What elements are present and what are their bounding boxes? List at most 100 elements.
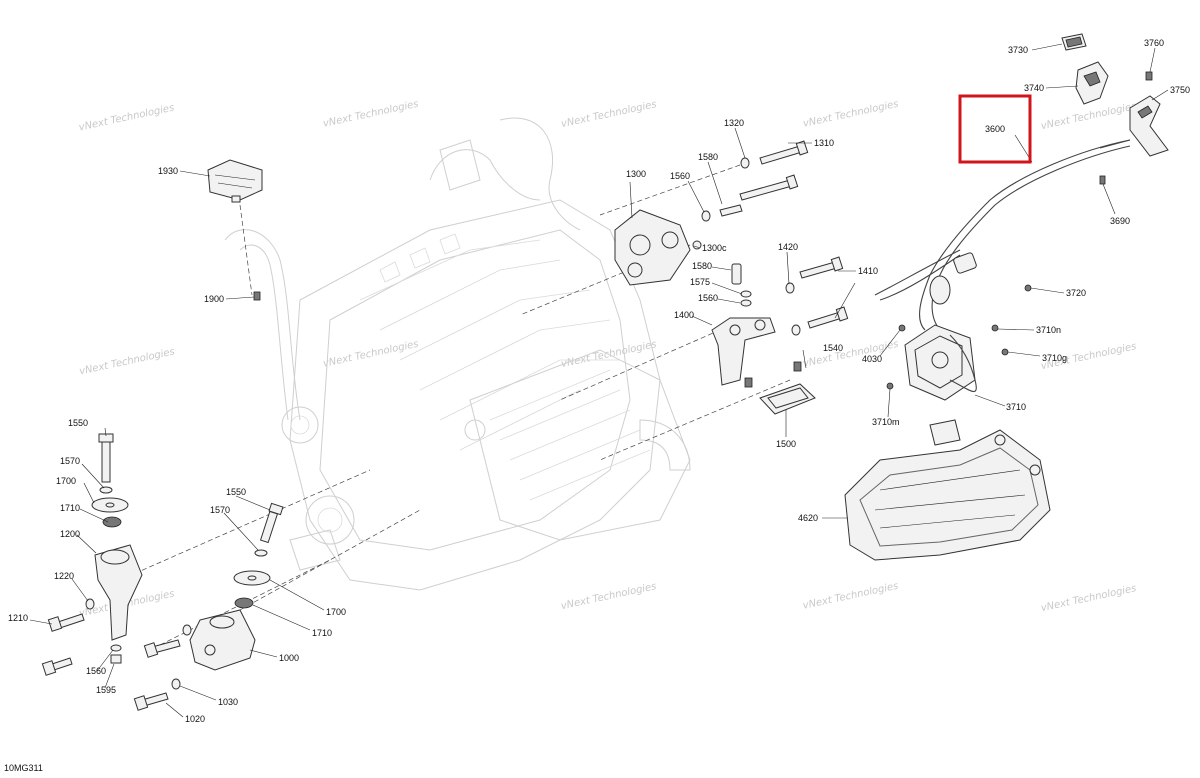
part-1200-mount[interactable] — [94, 544, 143, 641]
part-1575-clip[interactable] — [740, 290, 752, 298]
label-3710m[interactable]: 3710m — [872, 417, 900, 427]
label-1570a[interactable]: 1570 — [60, 456, 80, 466]
watermark: vNext Technologies — [560, 581, 657, 612]
watermark: vNext Technologies — [322, 99, 419, 130]
label-3690[interactable]: 3690 — [1110, 216, 1130, 226]
watermark: vNext Technologies — [322, 339, 419, 370]
watermark: vNext Technologies — [78, 346, 175, 377]
label-1560a[interactable]: 1560 — [670, 171, 690, 181]
watermark: vNext Technologies — [1040, 583, 1137, 614]
part-1400-bracket[interactable] — [711, 317, 776, 386]
label-1570b[interactable]: 1570 — [210, 505, 230, 515]
part-1560-washer-c[interactable] — [110, 644, 122, 652]
part-3710g-screw[interactable] — [1001, 348, 1009, 356]
part-1570-washer[interactable] — [99, 486, 113, 494]
label-1000[interactable]: 1000 — [279, 653, 299, 663]
label-3740[interactable]: 3740 — [1024, 83, 1044, 93]
part-1000-mount[interactable] — [189, 609, 256, 671]
label-1420[interactable]: 1420 — [778, 242, 798, 252]
label-3750[interactable]: 3750 — [1170, 85, 1190, 95]
label-3710g[interactable]: 3710g — [1042, 353, 1067, 363]
part-1320-washer[interactable] — [740, 157, 750, 169]
label-4620[interactable]: 4620 — [798, 513, 818, 523]
part-1560-washer[interactable] — [701, 210, 711, 222]
label-1200[interactable]: 1200 — [60, 529, 80, 539]
label-1030[interactable]: 1030 — [218, 697, 238, 707]
part-1220-washer[interactable] — [85, 598, 95, 610]
part-1570-washer-b[interactable] — [254, 549, 268, 557]
part-3760-nut[interactable] — [1145, 71, 1153, 81]
label-1300c[interactable]: 1300c — [702, 243, 727, 253]
part-1410-bolts[interactable] — [799, 256, 849, 329]
part-1710-bushing-b[interactable] — [234, 597, 254, 609]
label-1210[interactable]: 1210 — [8, 613, 28, 623]
part-1210-bolts[interactable] — [41, 613, 85, 676]
part-1710-bushing[interactable] — [102, 516, 122, 528]
part-4030-screw[interactable] — [898, 324, 906, 332]
part-1700-washer-b[interactable] — [233, 570, 271, 586]
label-1500[interactable]: 1500 — [776, 439, 796, 449]
label-4030[interactable]: 4030 — [862, 354, 882, 364]
watermark: vNext Technologies — [78, 103, 175, 134]
part-labels: 1930 1900 1320 1310 1580 1560 1300 1300c… — [4, 38, 1190, 773]
part-1020-bolts[interactable] — [133, 639, 181, 711]
part-3720-bolt[interactable] — [1024, 284, 1032, 292]
part-1930-bracket[interactable] — [207, 159, 263, 203]
label-3720[interactable]: 3720 — [1066, 288, 1086, 298]
part-1580-stud[interactable] — [731, 263, 742, 285]
label-1560b[interactable]: 1560 — [698, 293, 718, 303]
part-3710m-nut[interactable] — [886, 382, 894, 390]
watermark: vNext Technologies — [802, 581, 899, 612]
part-3710n-screw[interactable] — [991, 324, 999, 332]
label-1220[interactable]: 1220 — [54, 571, 74, 581]
part-1550-bolt-b[interactable] — [259, 502, 284, 544]
label-1550b[interactable]: 1550 — [226, 487, 246, 497]
label-1300[interactable]: 1300 — [626, 169, 646, 179]
label-1020[interactable]: 1020 — [185, 714, 205, 724]
part-1310-bolts[interactable] — [739, 140, 809, 201]
label-1575[interactable]: 1575 — [690, 277, 710, 287]
label-3600[interactable]: 3600 — [985, 124, 1005, 134]
part-1900-bolt[interactable] — [253, 291, 261, 301]
alignment-lines — [119, 164, 791, 646]
part-3710-shifter[interactable] — [904, 275, 977, 401]
label-1710b[interactable]: 1710 — [312, 628, 332, 638]
label-1510[interactable]: 1540 — [823, 343, 843, 353]
part-1580-bolt[interactable] — [719, 204, 743, 217]
label-1930[interactable]: 1930 — [158, 166, 178, 176]
part-1700-washer[interactable] — [91, 497, 129, 513]
part-1550-bolt[interactable] — [98, 433, 114, 483]
label-3710n[interactable]: 3710n — [1036, 325, 1061, 335]
label-1310[interactable]: 1310 — [814, 138, 834, 148]
label-3760[interactable]: 3760 — [1144, 38, 1164, 48]
label-1410[interactable]: 1410 — [858, 266, 878, 276]
highlight-box — [958, 94, 1032, 164]
label-1700a[interactable]: 1700 — [56, 476, 76, 486]
part-3690-clip[interactable] — [1099, 175, 1106, 185]
part-1500-pad[interactable] — [744, 361, 816, 415]
part-1560-washer-b[interactable] — [740, 299, 752, 307]
label-1700b[interactable]: 1700 — [326, 607, 346, 617]
label-3730[interactable]: 3730 — [1008, 45, 1028, 55]
part-3750-lever[interactable] — [1129, 95, 1169, 157]
part-3740-bracket[interactable] — [1075, 61, 1109, 105]
part-washers-1030[interactable] — [171, 624, 192, 690]
label-1320[interactable]: 1320 — [724, 118, 744, 128]
part-1595-nut[interactable] — [110, 654, 122, 664]
label-1580a[interactable]: 1580 — [698, 152, 718, 162]
label-1400[interactable]: 1400 — [674, 310, 694, 320]
part-3600-shift-cable[interactable] — [874, 139, 1131, 331]
label-1900[interactable]: 1900 — [204, 294, 224, 304]
label-1550a[interactable]: 1550 — [68, 418, 88, 428]
watermark: vNext Technologies — [1040, 101, 1137, 132]
part-3730-cap[interactable] — [1061, 33, 1087, 51]
label-1560c[interactable]: 1560 — [86, 666, 106, 676]
label-1710a[interactable]: 1710 — [60, 503, 80, 513]
part-4620-console[interactable] — [844, 419, 1051, 561]
part-1300-mount[interactable] — [614, 209, 702, 286]
watermark: vNext Technologies — [560, 99, 657, 130]
part-1420-washer[interactable] — [785, 282, 801, 336]
label-1595[interactable]: 1595 — [96, 685, 116, 695]
label-1580b[interactable]: 1580 — [692, 261, 712, 271]
label-3710[interactable]: 3710 — [1006, 402, 1026, 412]
